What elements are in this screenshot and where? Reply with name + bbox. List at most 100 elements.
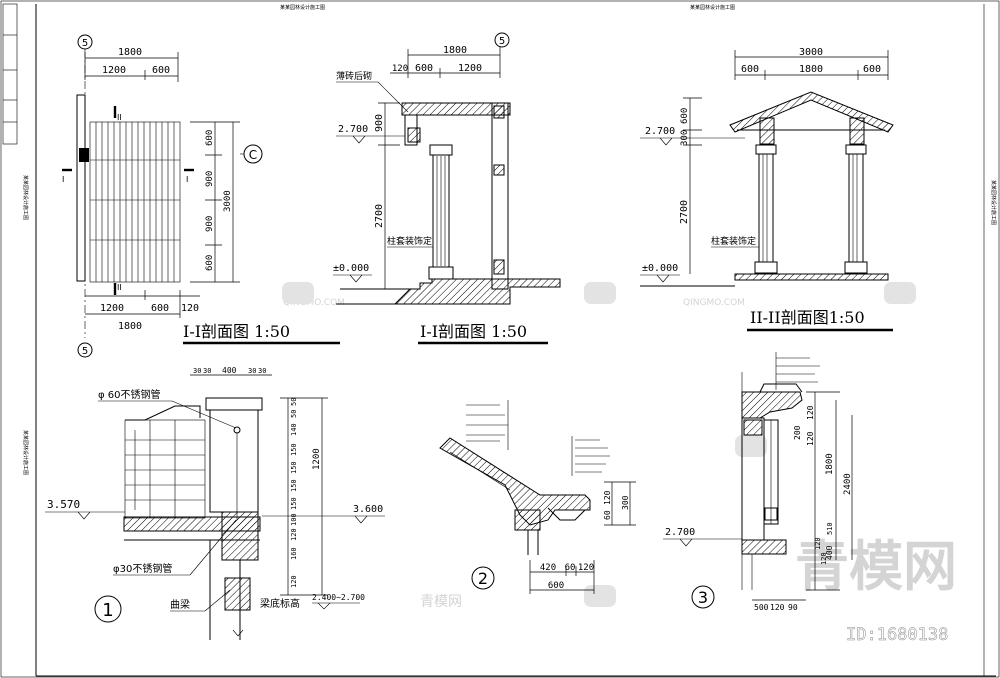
d2-dim-bot-2: 120 xyxy=(578,563,594,573)
sheet-header-right: 某某园林设计施工图 xyxy=(690,4,735,11)
d2-dim-right-2: 300 xyxy=(621,495,630,510)
sec1-beam xyxy=(401,102,511,116)
d1-dims-right: 50 50 140 150 150 150 150 100 120 160 12… xyxy=(290,398,298,588)
d3-dim-right-4: 2400 xyxy=(843,473,853,495)
sec1-foundation xyxy=(393,278,561,305)
d1-dim-right-0: 50 xyxy=(290,398,298,406)
plan-dim-right-c: 900 xyxy=(205,216,215,232)
d1-note-pipe-top: φ 60不锈钢管 xyxy=(98,388,161,401)
plan-dim-bot-a: 1200 xyxy=(100,303,124,314)
grid-label-c: C xyxy=(249,148,257,162)
sec2-beam-left xyxy=(759,117,775,145)
plan-section-ii-top: II xyxy=(117,113,122,122)
grid-label-5-bottom: 5 xyxy=(82,346,88,357)
grid-bubble-c xyxy=(243,144,263,164)
d3-note-leaders xyxy=(775,352,820,390)
plan-title: I-I剖面图 1:50 xyxy=(183,322,290,341)
d1-dim-right-8: 120 xyxy=(290,528,298,541)
sec2-dim-b: 1800 xyxy=(799,64,823,75)
d3-cornice xyxy=(741,391,803,419)
sec1-elev-base: ±0.000 xyxy=(333,263,369,274)
d3-dim-right-6: 120 xyxy=(814,537,822,550)
sec1-dim-v-b: 2700 xyxy=(374,204,385,228)
d1-elev-left: 3.570 xyxy=(47,498,80,511)
d1-dim-top-2: 400 xyxy=(222,366,237,375)
plan-column-marker xyxy=(79,148,89,162)
sec1-note-column: 柱套装饰定 xyxy=(387,235,432,247)
d1-pier-cap xyxy=(205,397,263,411)
plan-view: 5 5 1800 1200 600 xyxy=(62,34,340,358)
grid-bubble-5-bottom xyxy=(77,342,93,358)
sec2-column-left xyxy=(758,153,774,263)
sheet-side-right: 某某园林设计施工图 xyxy=(990,180,997,225)
sec2-elev-top: 2.700 xyxy=(645,126,675,137)
d1-elev-beam: 2.400~2.700 xyxy=(312,593,365,602)
d3-detail-label: 3 xyxy=(698,588,708,607)
d3-dim-right-0: 120 xyxy=(806,405,815,420)
watermark-text-3: 青模网 xyxy=(420,594,462,610)
title-block-strip xyxy=(2,3,18,145)
sec1-dim-b: 600 xyxy=(415,63,433,74)
sec2-note-column: 柱套装饰定 xyxy=(711,235,756,247)
d2-dim-bot-0: 420 xyxy=(540,563,556,573)
plan-dim-right-d: 600 xyxy=(205,255,215,271)
sec1-title: I-I剖面图 1:50 xyxy=(420,322,527,341)
watermark-text-2: QINGMO.COM xyxy=(683,298,745,308)
sec1-elev-top: 2.700 xyxy=(338,124,368,135)
d1-dim-top-4: 30 xyxy=(258,367,266,375)
sheet-header-left: 某某园林设计施工图 xyxy=(280,4,325,11)
sec2-dim-a: 600 xyxy=(741,64,759,75)
d2-dim-bot-total: 600 xyxy=(548,581,564,591)
watermark-logo-4 xyxy=(584,585,616,607)
watermark-logo-2 xyxy=(584,282,616,304)
plan-dim-right-a: 600 xyxy=(205,130,215,146)
d3-detail-bubble xyxy=(691,585,715,609)
watermark-logo-1 xyxy=(282,282,314,304)
watermark-logo-3 xyxy=(884,282,916,304)
d2-dim-right-0: 60 xyxy=(603,510,612,520)
plan-dim-bot-b: 600 xyxy=(151,303,169,314)
d3-dim-right-8: 400 xyxy=(825,545,834,560)
sec1-brick-infill xyxy=(407,127,421,143)
d1-dim-top-1: 30 xyxy=(203,367,211,375)
d1-dim-right-1: 50 xyxy=(290,410,298,418)
watermark-id: ID:1680138 xyxy=(846,625,948,645)
plan-dim-top-a: 1200 xyxy=(102,65,126,76)
section-ii-view: 3000 600 1800 600 2.700 ±0.000 600 xyxy=(640,47,894,332)
d1-dim-right-9: 160 xyxy=(290,547,298,560)
d3-dim-bot-0: 500 xyxy=(754,603,769,612)
d1-note-beam-bottom: 梁底标高 xyxy=(260,597,300,610)
sec2-ground-slab xyxy=(734,273,889,281)
plan-section-i-right: I xyxy=(186,175,188,184)
d1-railing-frame xyxy=(124,419,206,519)
plan-dim-right-b: 900 xyxy=(205,171,215,187)
d1-dim-right-7: 100 xyxy=(290,513,298,526)
d1-beam xyxy=(221,511,259,561)
sec1-column-capital xyxy=(429,144,453,156)
sec1-dim-c: 1200 xyxy=(458,63,482,74)
sec1-dim-a: 120 xyxy=(392,64,408,74)
d3-dim-right-1: 200 xyxy=(793,425,802,440)
d2-detail-bubble xyxy=(471,566,495,590)
d1-elev-right: 3.600 xyxy=(353,504,383,515)
sec2-dim-v-b: 300 xyxy=(680,130,690,146)
d1-detail-label: 1 xyxy=(102,600,113,621)
d1-dim-right-2: 140 xyxy=(290,423,298,436)
d2-beam xyxy=(514,509,541,531)
plan-beam-left xyxy=(76,94,86,282)
sec1-grid-label: 5 xyxy=(499,36,505,47)
d1-curve-beam-section xyxy=(224,577,251,611)
sec2-roof xyxy=(729,91,894,133)
d2-detail-label: 2 xyxy=(478,569,488,588)
d1-dim-top-3: 30 xyxy=(248,367,256,375)
d1-dim-right-6: 150 xyxy=(290,497,298,510)
detail-3-view: 2.700 120 200 120 1800 2400 510 120 120 … xyxy=(663,352,853,612)
sec1-dim-total: 1800 xyxy=(443,45,467,56)
watermark-logo-5 xyxy=(735,435,767,457)
d1-note-pipe-bottom: φ30不锈钢管 xyxy=(113,562,172,575)
sec2-dim-total: 3000 xyxy=(799,47,823,58)
sec2-title: II-II剖面图1:50 xyxy=(750,308,865,327)
plan-section-i-left: I xyxy=(62,175,64,184)
grid-label-5-top: 5 xyxy=(82,38,88,49)
